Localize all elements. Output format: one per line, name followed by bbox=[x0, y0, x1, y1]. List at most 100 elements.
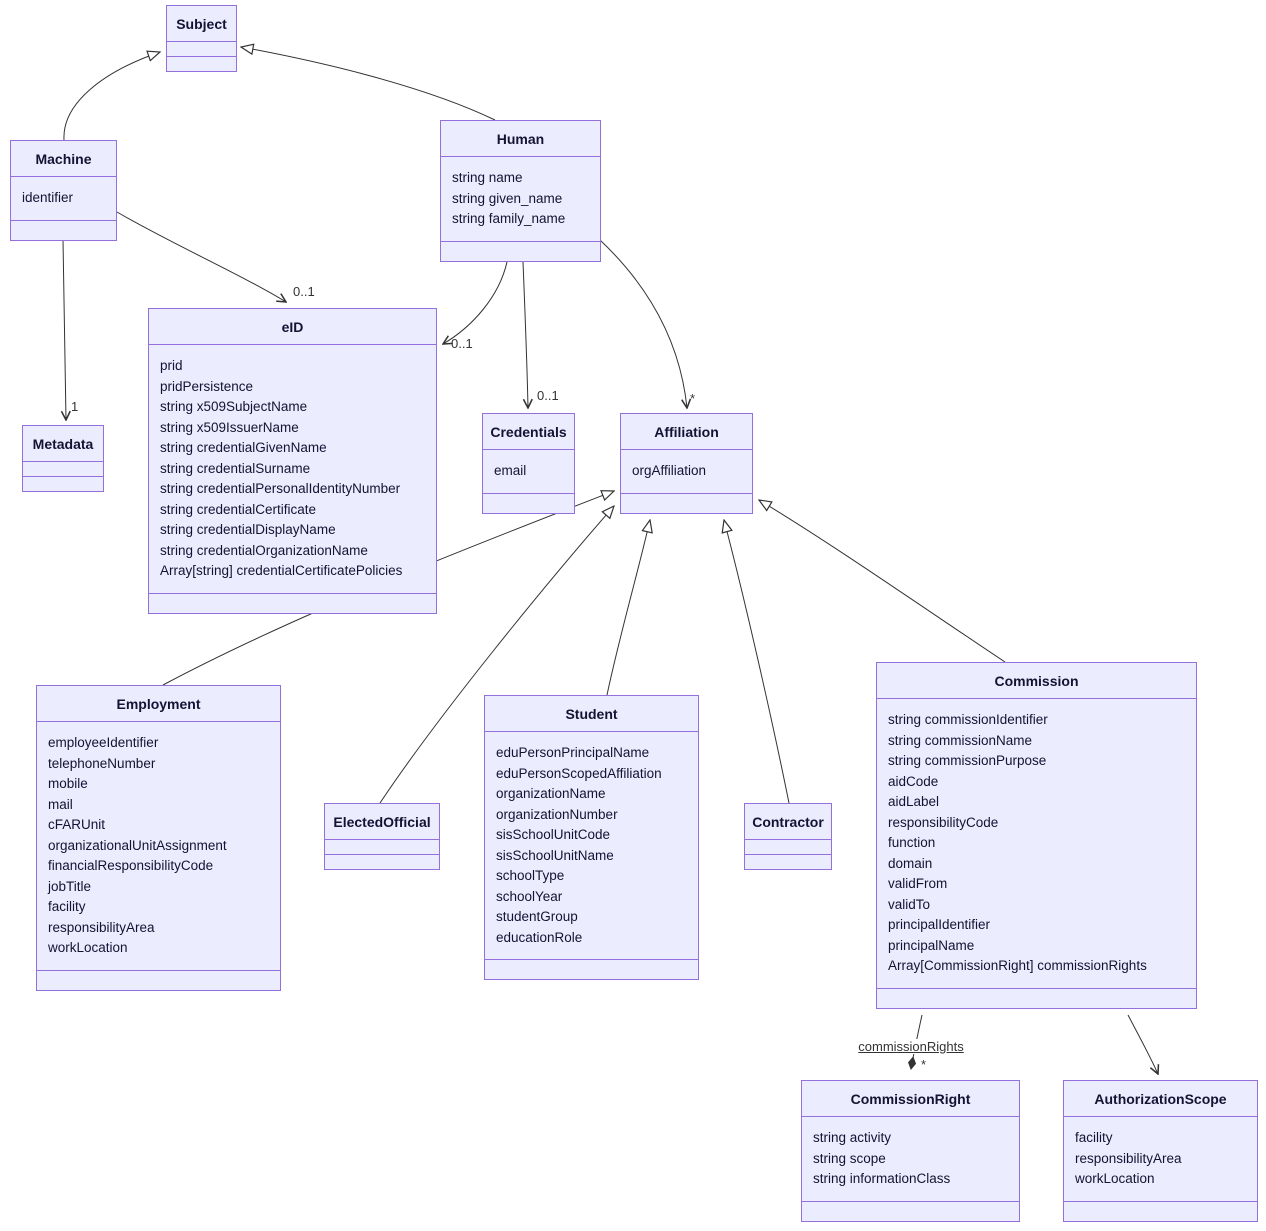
class-title: Student bbox=[565, 706, 618, 722]
class-title: Human bbox=[496, 131, 545, 147]
methods-section bbox=[167, 56, 236, 71]
attribute: email bbox=[494, 463, 527, 478]
attribute: domain bbox=[888, 855, 933, 871]
attribute: responsibilityCode bbox=[888, 814, 999, 830]
edge-commission-authorizationscope-association bbox=[1127, 1014, 1158, 1074]
methods-section bbox=[325, 854, 439, 869]
multiplicity-machine-eid: 0..1 bbox=[293, 284, 315, 299]
class-human: Human string name string given_name stri… bbox=[440, 120, 601, 262]
class-title: Subject bbox=[176, 16, 227, 32]
attribute: string scope bbox=[813, 1150, 886, 1166]
attribute: employeeIdentifier bbox=[48, 735, 159, 750]
class-commission: Commission string commissionIdentifier s… bbox=[876, 662, 1197, 1009]
class-title: Metadata bbox=[32, 436, 94, 452]
attribute: string commissionIdentifier bbox=[888, 712, 1048, 727]
attribute: orgAffiliation bbox=[632, 463, 707, 478]
class-machine: Machine identifier bbox=[10, 140, 117, 241]
attribute: string activity bbox=[813, 1130, 892, 1145]
class-authorizationscope: AuthorizationScope facility responsibili… bbox=[1063, 1080, 1258, 1222]
attribute: string credentialGivenName bbox=[160, 440, 327, 455]
multiplicity-human-eid: 0..1 bbox=[451, 336, 473, 351]
attribute: string credentialPersonalIdentityNumber bbox=[160, 481, 401, 496]
attribute: facility bbox=[1075, 1130, 1113, 1145]
edge-student-affiliation-inheritance bbox=[606, 520, 650, 696]
attribute: educationRole bbox=[496, 929, 583, 945]
methods-section bbox=[441, 240, 600, 261]
attribute: string given_name bbox=[452, 190, 563, 206]
class-affiliation: Affiliation orgAffiliation bbox=[620, 413, 753, 514]
attribute: string x509IssuerName bbox=[160, 419, 299, 435]
class-title: eID bbox=[281, 319, 304, 335]
attributes-section: facility responsibilityArea workLocation bbox=[1064, 1116, 1257, 1201]
attribute: string commissionName bbox=[888, 732, 1033, 748]
class-student: Student eduPersonPrincipalName eduPerson… bbox=[484, 695, 699, 980]
methods-section bbox=[37, 969, 280, 990]
class-commissionright: CommissionRight string activity string s… bbox=[801, 1080, 1020, 1222]
attributes-section bbox=[167, 41, 236, 56]
attribute: telephoneNumber bbox=[48, 755, 156, 771]
attribute: organizationNumber bbox=[496, 806, 618, 822]
attributes-section: prid pridPersistence string x509SubjectN… bbox=[149, 344, 436, 593]
attribute: Array[string] credentialCertificatePolic… bbox=[160, 563, 403, 578]
attribute: string x509SubjectName bbox=[160, 399, 308, 414]
attribute: organizationalUnitAssignment bbox=[48, 837, 227, 853]
attribute: financialResponsibilityCode bbox=[48, 858, 214, 873]
class-title: Commission bbox=[994, 673, 1079, 689]
attribute: workLocation bbox=[48, 940, 128, 955]
attribute: responsibilityArea bbox=[1075, 1150, 1182, 1166]
attribute: mail bbox=[48, 796, 73, 812]
edge-electedofficial-affiliation-inheritance bbox=[379, 506, 614, 804]
attribute: string commissionPurpose bbox=[888, 753, 1047, 768]
attribute: pridPersistence bbox=[160, 378, 254, 394]
methods-section bbox=[23, 476, 103, 491]
edge-machine-subject-inheritance bbox=[63, 52, 160, 141]
attribute: string credentialCertificate bbox=[160, 501, 317, 517]
class-title: Affiliation bbox=[654, 424, 719, 440]
multiplicity-human-credentials: 0..1 bbox=[537, 388, 559, 403]
class-title: ElectedOfficial bbox=[333, 814, 431, 830]
class-title: Machine bbox=[35, 151, 92, 167]
multiplicity-human-affiliation: * bbox=[690, 391, 696, 406]
attribute: principalIdentifier bbox=[888, 917, 991, 932]
edge-contractor-affiliation-inheritance bbox=[724, 520, 790, 804]
edge-machine-metadata-association bbox=[63, 239, 66, 420]
attribute: jobTitle bbox=[48, 878, 92, 894]
attributes-section: email bbox=[483, 449, 574, 493]
edge-human-affiliation-association bbox=[599, 239, 687, 408]
attributes-section: string name string given_name string fam… bbox=[441, 156, 600, 241]
attribute: prid bbox=[160, 358, 183, 373]
multiplicity-commission-commissionright: * bbox=[921, 1057, 927, 1072]
attribute: studentGroup bbox=[496, 909, 578, 924]
methods-section bbox=[745, 854, 831, 869]
attribute: schoolType bbox=[496, 868, 565, 883]
attributes-section bbox=[23, 461, 103, 476]
methods-section bbox=[485, 959, 698, 979]
attribute: workLocation bbox=[1075, 1171, 1155, 1186]
attribute: validTo bbox=[888, 896, 931, 912]
edge-human-eid-association bbox=[443, 261, 508, 344]
class-title: Employment bbox=[116, 696, 201, 712]
methods-section bbox=[483, 492, 574, 513]
edge-commission-affiliation-inheritance bbox=[759, 500, 1006, 663]
methods-section bbox=[877, 987, 1196, 1008]
attribute: string credentialSurname bbox=[160, 460, 311, 476]
attribute: facility bbox=[48, 899, 86, 914]
class-eid: eID prid pridPersistence string x509Subj… bbox=[148, 308, 437, 614]
attribute: mobile bbox=[48, 776, 88, 791]
attribute: string family_name bbox=[452, 211, 566, 226]
methods-section bbox=[1064, 1200, 1257, 1221]
class-credentials: Credentials email bbox=[482, 413, 575, 514]
attribute: function bbox=[888, 835, 936, 850]
attribute: identifier bbox=[22, 190, 74, 205]
attribute: Array[CommissionRight] commissionRights bbox=[888, 958, 1147, 973]
attribute: eduPersonPrincipalName bbox=[496, 745, 650, 760]
attribute: string credentialDisplayName bbox=[160, 522, 336, 537]
attribute: string credentialOrganizationName bbox=[160, 542, 368, 558]
attribute: principalName bbox=[888, 937, 975, 953]
attributes-section bbox=[745, 839, 831, 854]
class-employment: Employment employeeIdentifier telephoneN… bbox=[36, 685, 281, 991]
methods-section bbox=[621, 492, 752, 513]
attribute: aidCode bbox=[888, 773, 939, 789]
class-title: Credentials bbox=[490, 424, 567, 440]
